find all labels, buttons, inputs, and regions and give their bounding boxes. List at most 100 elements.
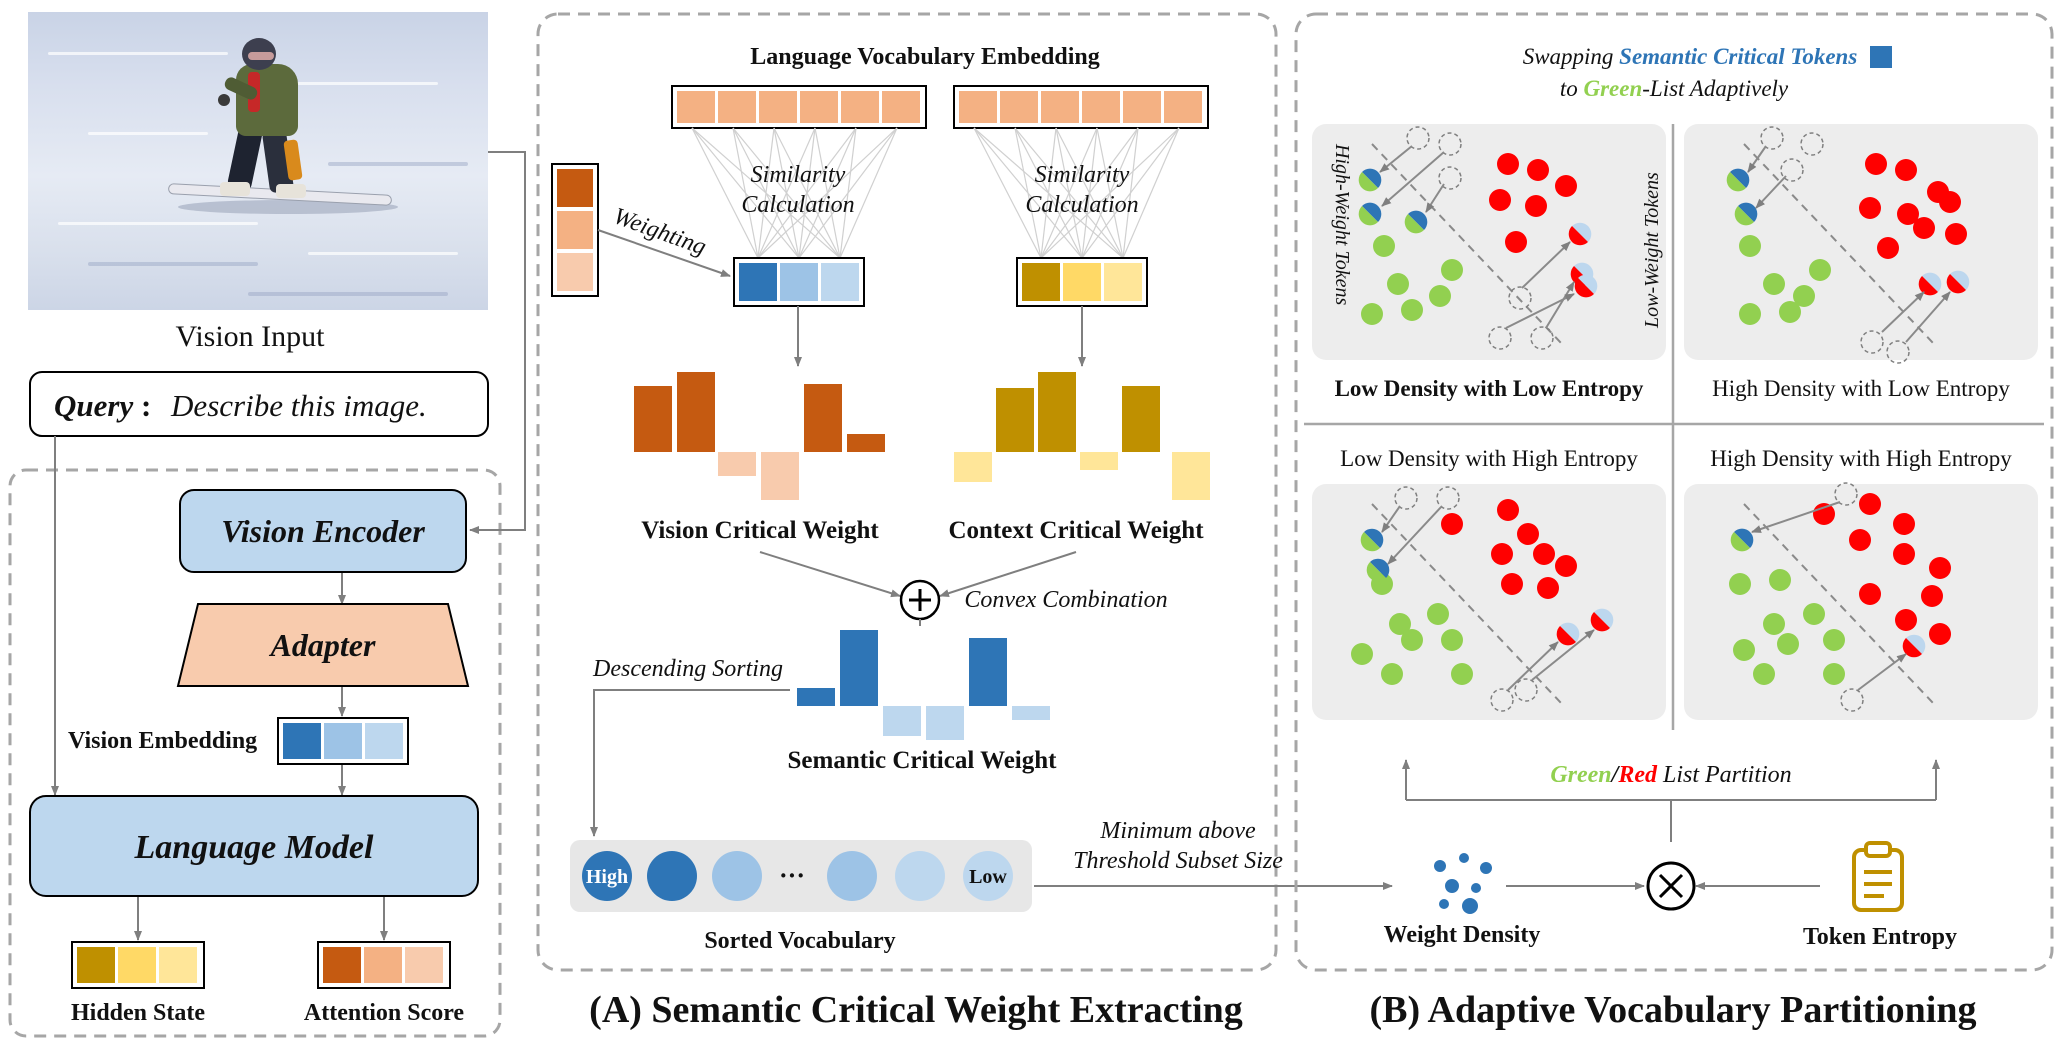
token-dot	[1929, 623, 1951, 645]
token-dot	[1387, 273, 1409, 295]
swap-arrow	[1507, 641, 1559, 691]
partition-label: Green/Red List Partition	[1550, 762, 1791, 788]
token-dot-placeholder	[1860, 330, 1884, 354]
swap-arrow	[1521, 241, 1571, 289]
sorted-vocab-high: High	[582, 851, 632, 901]
token-dot	[1533, 543, 1555, 565]
token-dot	[1381, 663, 1403, 685]
token-dot	[1373, 235, 1395, 257]
token-dot	[1939, 191, 1961, 213]
swap-caption-line2: to Green-List Adaptively	[1560, 76, 1789, 101]
token-dot-placeholder	[1530, 326, 1554, 350]
semantic-critical-bars	[797, 630, 1050, 740]
swap-caption-line1: Swapping Semantic Critical Tokens	[1523, 44, 1858, 69]
q4-label: High Density with High Entropy	[1710, 446, 2012, 471]
swapped-token-dot	[1730, 528, 1754, 552]
bar	[1012, 706, 1050, 720]
token-dot	[1729, 573, 1751, 595]
vision-similarity-vector	[733, 257, 865, 307]
context-critical-bars	[954, 372, 1210, 500]
sorted-vocab-token	[827, 851, 877, 901]
token-dot	[1401, 629, 1423, 651]
vocab-embedding-right	[953, 85, 1209, 129]
panel-b-container	[1294, 12, 2054, 972]
token-dot	[1451, 663, 1473, 685]
vision-encoder-label: Vision Encoder	[221, 513, 425, 549]
swapped-token-dot	[1568, 222, 1592, 246]
sorted-vocab-ellipsis: ···	[779, 861, 805, 890]
quadrant-low-density-high-entropy	[1312, 484, 1666, 720]
token-dot	[1813, 503, 1835, 525]
mllm-container	[8, 468, 502, 1038]
swapped-token-dot	[1726, 168, 1750, 192]
token-dot-placeholder	[1834, 482, 1858, 506]
token-dot	[1777, 633, 1799, 655]
token-dot	[1913, 217, 1935, 239]
svg-text:High: High	[586, 866, 628, 888]
bar	[954, 452, 992, 482]
bar	[718, 452, 756, 476]
token-dot	[1555, 175, 1577, 197]
language-model-box	[29, 795, 479, 897]
multiply-operator-icon	[1646, 861, 1696, 911]
swapped-token-dot	[1734, 202, 1758, 226]
q1-label: Low Density with Low Entropy	[1335, 376, 1644, 401]
query-box	[29, 371, 489, 437]
q2-label: High Density with Low Entropy	[1712, 376, 2010, 401]
token-dot	[1793, 285, 1815, 307]
token-dot	[1441, 259, 1463, 281]
hidden-state-cells	[71, 941, 205, 989]
partition-boundary-line	[1371, 503, 1563, 705]
bar	[883, 706, 921, 736]
sorted-vocab-token	[895, 851, 945, 901]
partition-boundary-line	[1743, 143, 1935, 345]
vision-critical-weight-label: Vision Critical Weight	[641, 517, 879, 544]
token-dot	[1501, 573, 1523, 595]
bar	[840, 630, 878, 706]
vision-input-label: Vision Input	[175, 320, 325, 353]
swap-arrow	[1857, 653, 1907, 691]
token-dot	[1779, 301, 1801, 323]
token-dot	[1877, 237, 1899, 259]
bar	[1172, 452, 1210, 500]
swapped-token-dot	[1358, 168, 1382, 192]
query-text: Describe this image.	[170, 388, 427, 423]
semantic-token-swatch	[1870, 46, 1892, 68]
swapped-token-dot	[1574, 274, 1598, 298]
lve-title: Language Vocabulary Embedding	[750, 44, 1099, 70]
panel-a-caption: (A) Semantic Critical Weight Extracting	[589, 989, 1243, 1031]
swapped-token-dot	[1590, 608, 1614, 632]
token-dot	[1525, 195, 1547, 217]
quadrant-low-density-low-entropy	[1312, 124, 1666, 360]
q3-label: Low Density with High Entropy	[1340, 446, 1638, 471]
convex-combination-label: Convex Combination	[964, 587, 1167, 613]
clipboard-icon	[1852, 841, 1904, 912]
descending-sorting-label: Descending Sorting	[592, 656, 783, 682]
context-critical-weight-label: Context Critical Weight	[948, 517, 1204, 544]
language-model-label: Language Model	[134, 829, 375, 866]
token-dot	[1945, 223, 1967, 245]
token-dot-placeholder	[1886, 340, 1910, 364]
swapped-token-dot	[1556, 622, 1580, 646]
token-dot	[1351, 643, 1373, 665]
token-dot	[1803, 603, 1825, 625]
token-dot	[1893, 513, 1915, 535]
bar	[677, 372, 715, 452]
swap-arrow	[1905, 291, 1951, 343]
bar	[1038, 372, 1076, 452]
swapped-token-dot	[1358, 202, 1382, 226]
vision-critical-bars	[634, 372, 885, 500]
token-dot	[1849, 529, 1871, 551]
bar	[996, 388, 1034, 452]
token-dot	[1823, 629, 1845, 651]
token-dot	[1859, 197, 1881, 219]
plus-operator-icon	[899, 579, 941, 621]
token-dot-placeholder	[1760, 126, 1784, 150]
token-dot-placeholder	[1436, 486, 1460, 510]
context-to-combine-arrow	[939, 551, 1077, 598]
query-label: Query	[54, 388, 133, 423]
sorted-vocabulary-label: Sorted Vocabulary	[704, 928, 895, 954]
bar	[847, 434, 885, 452]
token-dot	[1895, 159, 1917, 181]
